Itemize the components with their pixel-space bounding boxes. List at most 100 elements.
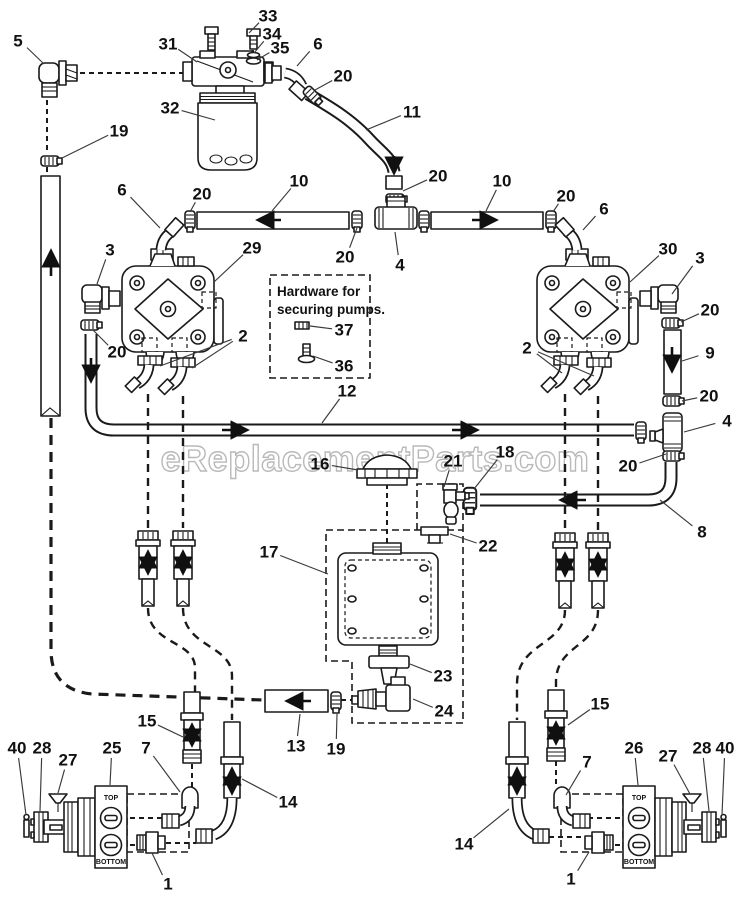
hardware-note-box: Hardware for securing pumps. [269,274,385,379]
callout-20: 20 [619,457,638,476]
callout-20: 20 [193,185,212,204]
callout-leader-6 [296,50,311,67]
callout-leader-20 [92,329,109,346]
coupler-14-right [506,722,528,798]
clamp-20-tube9-bottom [662,395,685,407]
callout-leader-13 [296,713,301,737]
callout-19: 19 [110,122,129,141]
callout-leader-2 [536,353,563,374]
callout-6: 6 [117,181,126,200]
callout-leader-28 [702,757,710,812]
flange-fitting-23 [368,645,410,685]
reservoir-cap-16 [356,454,418,486]
elbow-fitting-3-right [639,284,679,314]
callout-leader-29 [213,254,244,283]
callout-leader-20 [189,202,196,213]
clamp-20-hose10L-left [184,210,196,233]
callout-leader-27 [673,764,691,795]
callout-leader-1 [577,851,590,871]
callout-leader-26 [634,757,639,786]
callout-1: 1 [566,870,575,889]
fitting-22 [420,526,449,544]
callout-12: 12 [338,382,357,401]
callout-leader-7 [152,755,181,793]
pump-29 [121,253,224,365]
elbow-below-14-left [195,797,238,844]
note-line-2: securing pumps. [277,302,385,317]
elbow-below-14-right [511,797,550,844]
callout-leader-20 [680,313,700,323]
callout-27: 27 [59,751,78,770]
callout-leader-23 [409,663,432,674]
callout-9: 9 [705,344,714,363]
clamp-20-hose10R-left [418,210,430,233]
callout-leader-2 [191,340,234,369]
callout-13: 13 [287,737,306,756]
callout-leader-2 [159,338,232,367]
filter-canister-32 [197,92,258,171]
callout-leader-28 [39,757,43,812]
tee-fitting-4-top [374,196,418,230]
callout-leader-4 [683,422,716,433]
wheel-motor-25: TOP BOTTOM [23,785,128,869]
callout-14: 14 [279,793,298,812]
callout-33: 33 [259,7,278,26]
callout-leader-31 [177,48,198,63]
callout-20: 20 [429,167,448,186]
callout-leader-34 [253,40,265,54]
hoses [40,88,682,713]
callout-28: 28 [693,739,712,758]
clamp-20-hose8-top [662,450,685,462]
callout-leader-19 [61,134,109,159]
callout-36: 36 [335,357,354,376]
motor-left-top-label: TOP [104,795,119,802]
callout-leader-11 [365,115,402,131]
callout-27: 27 [659,747,678,766]
callout-leader-40 [721,757,726,816]
frames: Hardware for securing pumps. [126,274,624,853]
callout-7: 7 [582,753,591,772]
callout-32: 32 [161,99,180,118]
coupler-15-right [545,690,567,761]
callout-3: 3 [695,249,704,268]
callout-35: 35 [271,39,290,58]
callout-leader-17 [280,554,329,575]
callout-10: 10 [493,172,512,191]
callout-18: 18 [496,443,515,462]
callout-leader-14 [241,778,278,799]
elbow-fitting-3-left [81,284,121,314]
callout-leader-5 [26,47,45,65]
callout-3: 3 [105,241,114,260]
callout-leader-20 [639,453,667,464]
wheel-motor-26: TOP BOTTOM [622,785,727,869]
callout-29: 29 [243,239,262,258]
callout-5: 5 [13,32,22,51]
callout-16: 16 [311,455,330,474]
callout-leader-20 [402,179,428,192]
callout-4: 4 [722,412,732,431]
callout-15: 15 [138,712,157,731]
callout-leader-18 [473,459,498,490]
hose-11 [304,88,404,190]
hose-12 [81,334,634,440]
clamp-19-top [40,155,63,167]
callout-leader-6 [582,215,596,231]
hardware-item-36 [297,343,316,364]
callout-20: 20 [334,67,353,86]
callout-leader-9 [681,355,699,362]
callout-26: 26 [625,739,644,758]
hardware-item-37 [294,321,310,330]
washers-34-35 [245,51,262,65]
callout-leader-20 [681,397,698,402]
callout-40: 40 [716,739,735,758]
motor-left-bottom-label: BOTTOM [96,859,126,866]
note-line-1: Hardware for [277,284,361,299]
elbow-fitting-5 [38,60,78,98]
callout-leader-10 [485,189,497,212]
coupler-15-left [181,692,203,763]
callout-leader-37 [309,325,333,330]
filter-head-31 [182,50,274,104]
